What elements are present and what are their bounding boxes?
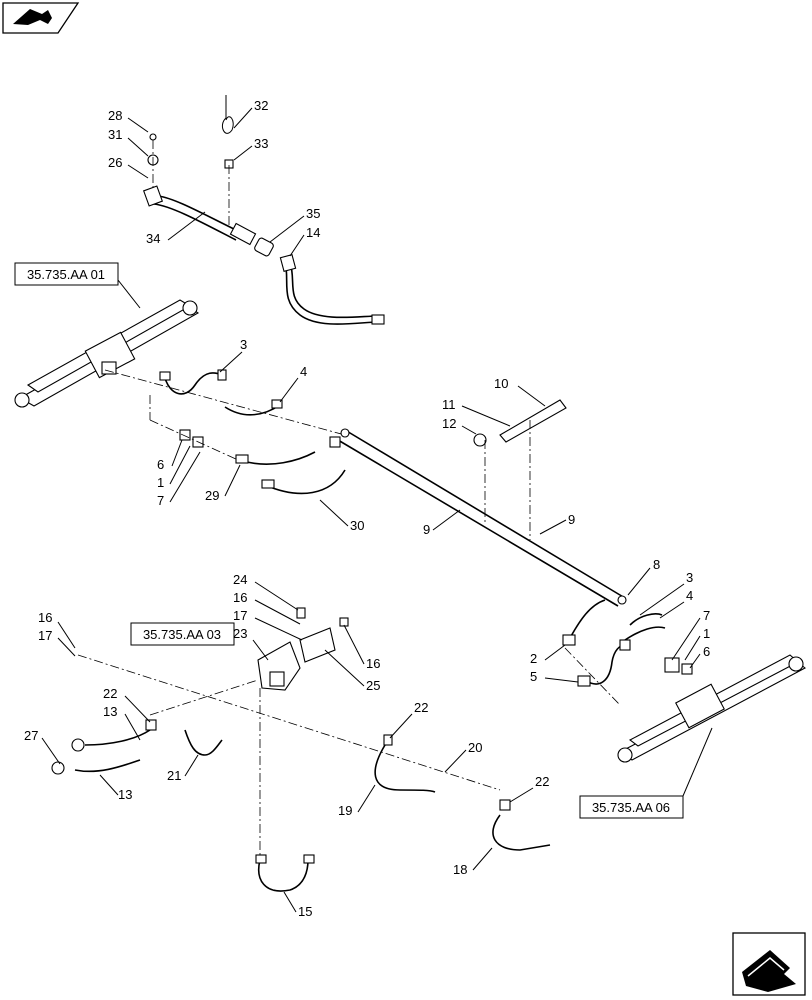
long-tube-pair (329, 428, 627, 607)
right-cylinder-assembly (564, 647, 806, 763)
callout-4a: 4 (300, 364, 307, 379)
page-forward-arrow-icon[interactable] (732, 932, 806, 996)
lower-hose-group (51, 719, 551, 892)
callout-13b: 13 (118, 787, 132, 802)
callout-7b: 7 (703, 608, 710, 623)
callout-30: 30 (350, 518, 364, 533)
callout-11: 11 (442, 397, 456, 412)
callout-9b: 9 (568, 512, 575, 527)
callout-33: 33 (254, 136, 268, 151)
callout-4b: 4 (686, 588, 693, 603)
callout-14: 14 (306, 225, 320, 240)
callout-34: 34 (146, 231, 160, 246)
callout-12: 12 (442, 416, 456, 431)
ref-box-aa06[interactable]: 35.735.AA 06 (579, 727, 713, 819)
callout-1b: 1 (703, 626, 710, 641)
callout-6a: 6 (157, 457, 164, 472)
callout-3b: 3 (686, 570, 693, 585)
upper-hose-assembly (142, 95, 385, 325)
callout-18: 18 (453, 862, 467, 877)
right-hose-group (562, 599, 666, 687)
callout-13a: 13 (103, 704, 117, 719)
callout-28: 28 (108, 108, 122, 123)
callout-2: 2 (530, 651, 537, 666)
page-back-arrow-icon[interactable] (2, 2, 80, 34)
left-cylinder-assembly (14, 299, 200, 408)
ref-aa03-label: 35.735.AA 03 (143, 627, 221, 642)
callout-32: 32 (254, 98, 268, 113)
callout-35: 35 (306, 206, 320, 221)
ref-aa06-label: 35.735.AA 06 (592, 800, 670, 815)
callout-16a: 16 (233, 590, 247, 605)
callout-9a: 9 (423, 522, 430, 537)
callout-8: 8 (653, 557, 660, 572)
callout-25: 25 (366, 678, 380, 693)
valve-block-assembly (77, 607, 501, 860)
callout-24: 24 (233, 572, 247, 587)
callout-16c: 16 (366, 656, 380, 671)
callout-17a: 17 (233, 608, 247, 623)
callout-15: 15 (298, 904, 312, 919)
ref-box-aa01[interactable]: 35.735.AA 01 (14, 262, 141, 309)
callout-22a: 22 (103, 686, 117, 701)
callout-labels: 28 31 26 34 32 33 35 14 3 4 6 1 7 29 30 … (24, 98, 710, 919)
callout-7a: 7 (157, 493, 164, 508)
callout-31: 31 (108, 127, 122, 142)
callout-3a: 3 (240, 337, 247, 352)
callout-26: 26 (108, 155, 122, 170)
callout-17b: 17 (38, 628, 52, 643)
ref-box-aa03[interactable]: 35.735.AA 03 (130, 622, 235, 646)
callout-22c: 22 (535, 774, 549, 789)
callout-16b: 16 (38, 610, 52, 625)
callout-10: 10 (494, 376, 508, 391)
callout-21: 21 (167, 768, 181, 783)
callout-5: 5 (530, 669, 537, 684)
callout-1a: 1 (157, 475, 164, 490)
callout-27: 27 (24, 728, 38, 743)
callout-29: 29 (205, 488, 219, 503)
ref-aa01-label: 35.735.AA 01 (27, 267, 105, 282)
callout-6b: 6 (703, 644, 710, 659)
callout-20: 20 (468, 740, 482, 755)
callout-22b: 22 (414, 700, 428, 715)
tube-bracket (473, 399, 567, 540)
callout-23: 23 (233, 626, 247, 641)
left-hose-group (104, 369, 346, 495)
callout-19: 19 (338, 803, 352, 818)
